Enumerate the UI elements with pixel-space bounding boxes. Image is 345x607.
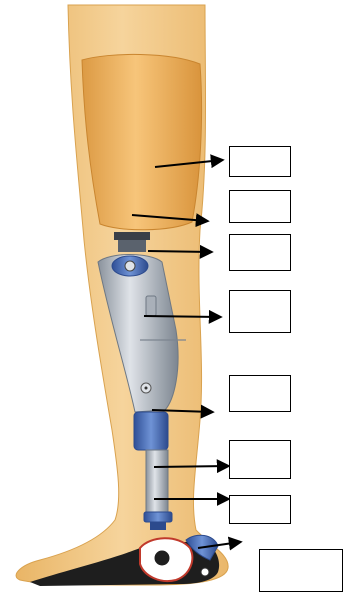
label-box-ankle-adapter[interactable] <box>229 495 291 524</box>
arrow-knee-adapter <box>148 251 211 252</box>
label-box-socket[interactable] <box>229 146 291 177</box>
arrow-pylon-tube <box>154 466 228 467</box>
label-text-foot <box>260 550 342 591</box>
label-text-knee-adapter <box>230 235 290 270</box>
label-text-socket <box>230 147 290 176</box>
label-text-ankle-adapter <box>230 496 290 523</box>
label-text-pylon-clamp <box>230 376 290 411</box>
label-box-knee-adapter[interactable] <box>229 234 291 271</box>
label-box-knee-joint[interactable] <box>229 290 291 333</box>
pylon-tube <box>146 450 168 512</box>
arrow-knee-joint <box>144 316 220 317</box>
label-text-pylon-tube <box>230 441 290 478</box>
knee-adapter <box>114 232 150 252</box>
label-text-knee-joint <box>230 291 290 332</box>
label-box-pylon-tube[interactable] <box>229 440 291 479</box>
label-box-foot[interactable] <box>259 549 343 592</box>
pylon-clamp <box>134 412 168 450</box>
label-box-socket-liner[interactable] <box>229 190 291 223</box>
label-box-pylon-clamp[interactable] <box>229 375 291 412</box>
label-text-socket-liner <box>230 191 290 222</box>
socket <box>82 54 202 229</box>
